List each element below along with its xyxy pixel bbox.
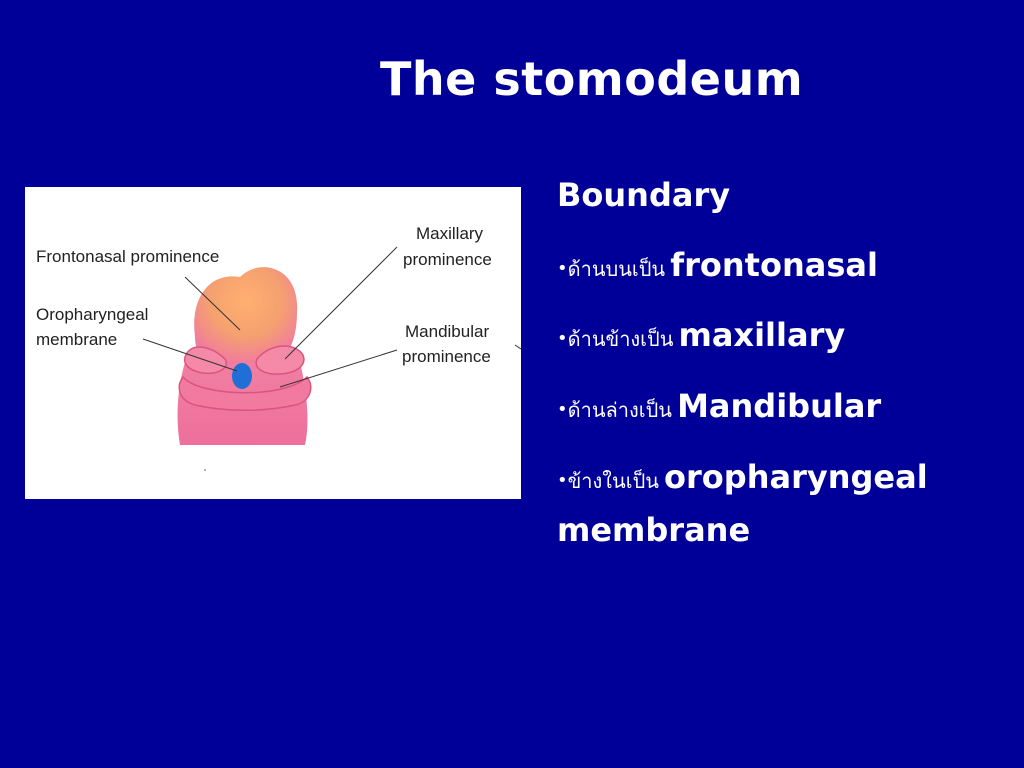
bullet-item: •ด้านข้างเป็น maxillary — [557, 316, 845, 355]
boundary-heading: Boundary — [557, 176, 731, 214]
oropharyngeal-leader — [142, 338, 238, 372]
bullet-item: •ข้างในเป็น oropharyngeal — [557, 458, 928, 497]
bullet-term: Mandibular — [677, 387, 882, 425]
bullet-term: maxillary — [678, 316, 846, 354]
bullet-dot: • — [557, 399, 568, 420]
bullet-thai-text: ข้างในเป็น — [567, 469, 659, 493]
label-maxillary-line2: prominence — [403, 250, 492, 269]
bullet-item: •ด้านล่างเป็น Mandibular — [557, 387, 881, 426]
mandibular-prominence-shape — [178, 375, 312, 411]
bullet-term-continuation: membrane — [557, 511, 751, 549]
bullet-dot: • — [557, 258, 568, 279]
label-frontonasal-prominence: Frontonasal prominence — [36, 247, 220, 266]
speck-1 — [204, 469, 206, 471]
bullet-term: frontonasal — [670, 246, 878, 284]
edge-tick — [514, 344, 521, 350]
frontonasal-prominence-shape — [194, 267, 298, 365]
embryo-figure: Frontonasal prominence Oropharyngeal mem… — [25, 187, 521, 499]
bullet-dot: • — [557, 470, 568, 491]
bullet-item: •ด้านบนเป็น frontonasal — [557, 246, 878, 285]
label-oropharyngeal-line1: Oropharyngeal — [36, 305, 149, 324]
bullet-thai-text: ด้านข้างเป็น — [567, 327, 674, 351]
maxillary-leader — [284, 246, 398, 360]
label-mandibular-line2: prominence — [402, 347, 491, 366]
bullet-term: oropharyngeal — [664, 458, 928, 496]
bullet-dot: • — [557, 328, 568, 349]
bullet-thai-text: ด้านบนเป็น — [567, 257, 666, 281]
frontonasal-leader — [184, 276, 241, 331]
embryo-illustration — [142, 246, 521, 471]
label-oropharyngeal-line2: membrane — [36, 330, 118, 349]
slide-title: The stomodeum — [380, 52, 804, 106]
mandibular-leader — [279, 349, 398, 388]
maxillary-prominence-right — [255, 345, 305, 375]
bullet-thai-text: ด้านล่างเป็น — [567, 398, 672, 422]
oropharyngeal-membrane-shape — [232, 363, 252, 389]
label-mandibular-line1: Mandibular — [405, 322, 490, 341]
label-maxillary-line1: Maxillary — [416, 224, 484, 243]
